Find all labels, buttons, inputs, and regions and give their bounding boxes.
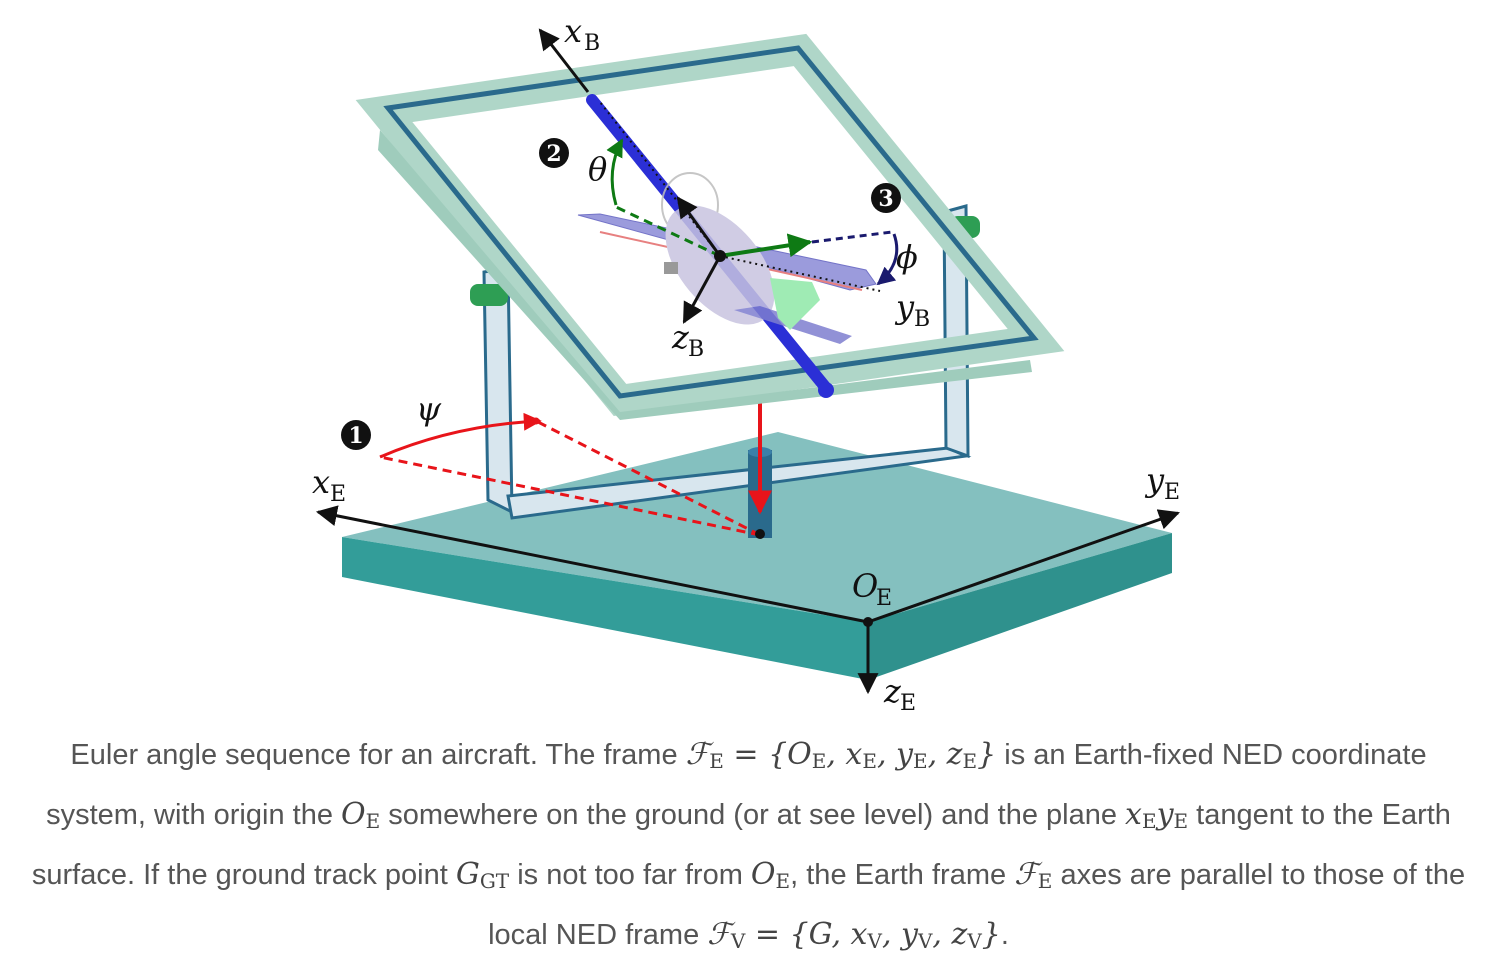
- theta-rotation: [606, 138, 813, 258]
- svg-text:y: y: [894, 288, 915, 326]
- psi-rotation: [379, 400, 772, 539]
- svg-text:O: O: [852, 567, 878, 605]
- svg-text:B: B: [688, 337, 704, 362]
- label-phi: ϕ: [896, 238, 918, 276]
- svg-text:B: B: [914, 307, 930, 332]
- label-xE: x E: [312, 463, 346, 507]
- euler-angle-diagram: 1 2 3 x B y B z B x E y E z E O E ψ θ ϕ: [312, 12, 1180, 715]
- svg-text:E: E: [900, 691, 916, 715]
- label-theta: θ: [588, 150, 607, 188]
- step-marker-3: 3: [871, 183, 901, 213]
- svg-text:x: x: [312, 463, 330, 501]
- svg-text:2: 2: [546, 141, 561, 167]
- label-OE: O E: [852, 567, 892, 611]
- svg-text:E: E: [330, 482, 346, 507]
- gimbal-frame: [355, 33, 1065, 420]
- figure-caption: Euler angle sequence for an aircraft. Th…: [31, 737, 1466, 953]
- svg-text:1: 1: [348, 423, 363, 449]
- svg-text:z: z: [671, 318, 690, 356]
- svg-text:3: 3: [878, 186, 893, 212]
- step-marker-2: 2: [539, 138, 569, 168]
- earth-axes: [315, 505, 1180, 695]
- svg-text:z: z: [883, 672, 902, 710]
- label-xB: x B: [564, 12, 600, 56]
- label-yE: y E: [1144, 461, 1180, 505]
- svg-text:E: E: [876, 586, 892, 611]
- body-axes: [538, 28, 881, 324]
- svg-text:B: B: [584, 31, 600, 56]
- svg-text:y: y: [1144, 461, 1165, 499]
- label-psi: ψ: [416, 390, 442, 428]
- label-zE: z E: [883, 672, 916, 715]
- aircraft: [577, 172, 877, 344]
- phi-rotation: [811, 230, 899, 286]
- label-yB: y B: [894, 288, 930, 332]
- label-zB: z B: [671, 318, 704, 362]
- step-marker-1: 1: [341, 420, 371, 450]
- svg-text:x: x: [564, 12, 582, 50]
- svg-text:E: E: [1164, 480, 1180, 505]
